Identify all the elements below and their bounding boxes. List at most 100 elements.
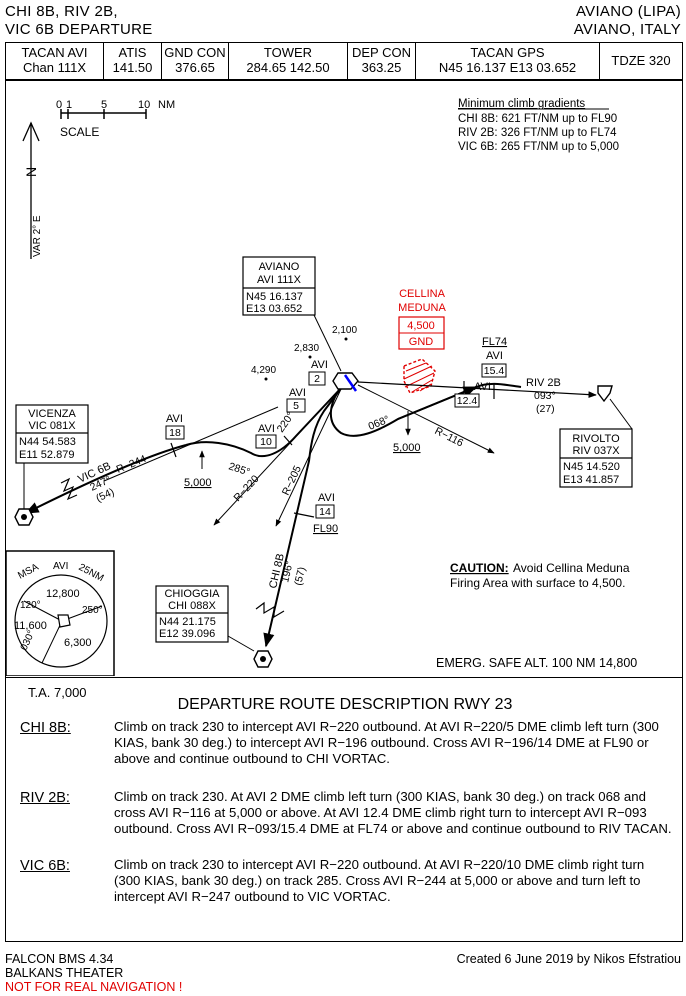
- fix-154: 15.4: [484, 365, 505, 377]
- restricted-name1: CELLINA: [399, 288, 446, 300]
- msa-west: 11,600: [14, 620, 47, 632]
- departure-chart-svg: 0 1 5 10 NM SCALE N VAR 2° E Minimum cli…: [6, 98, 637, 676]
- emergency-safe-altitude: EMERG. SAFE ALT. 100 NM 14,800: [436, 656, 637, 670]
- scale-label-5: 5: [101, 99, 107, 111]
- fix-avi-14-label: AVI: [318, 492, 335, 504]
- elev-2100: 2,100: [332, 325, 357, 336]
- navaid-box-chioggia: CHIOGGIA CHI 088X N44 21.175 E12 39.096: [155, 585, 255, 652]
- freq-label: TACAN GPS: [470, 45, 545, 61]
- magnetic-variation: VAR 2° E: [32, 215, 43, 257]
- scale-label-0: 0: [56, 99, 62, 111]
- msa-bearing-120: 120°: [20, 600, 41, 611]
- fix-avi-154-label: AVI: [486, 350, 503, 362]
- fix-avi-2-label: AVI: [311, 359, 328, 371]
- caution-text1: Avoid Cellina Meduna: [513, 561, 630, 575]
- freq-value: N45 16.137 E13 03.652: [438, 60, 577, 75]
- north-arrow-icon: N VAR 2° E: [22, 121, 43, 259]
- rivolto-ident: RIV 037X: [572, 445, 620, 457]
- freq-label: TOWER: [263, 45, 313, 61]
- airport-location: AVIANO, ITALY: [573, 21, 681, 38]
- vicenza-lat: N44 54.583: [19, 436, 76, 448]
- radial-116: R−116: [433, 425, 466, 450]
- fix-avi-124-label: AVI: [474, 381, 491, 393]
- rivolto-name: RIVOLTO: [572, 433, 620, 445]
- riv2b-desc-label: RIV 2B:: [20, 790, 70, 806]
- navaid-box-aviano: AVIANO AVI 111X N45 16.137 E13 03.652: [242, 256, 342, 372]
- rivolto-lat: N45 14.520: [563, 461, 620, 473]
- rivolto-lon: E13 41.857: [563, 474, 619, 486]
- fix-fl90: FL90: [313, 523, 338, 535]
- freq-value: Chan 111X: [22, 60, 87, 75]
- airport-name: AVIANO (LIPA): [575, 3, 681, 20]
- spot-elevations: 2,100 2,830 4,290: [251, 325, 357, 381]
- footer-theater: BALKANS THEATER: [5, 966, 124, 980]
- freq-value: 376.65: [175, 60, 215, 75]
- freq-tacan: TACAN AVI Chan 111X: [6, 43, 104, 79]
- vicenza-ident: VIC 081X: [28, 420, 76, 432]
- elev-4290: 4,290: [251, 365, 276, 376]
- fix-avi-5-label: AVI: [289, 387, 306, 399]
- footer-credit: Created 6 June 2019 by Nikos Efstratiou: [456, 952, 681, 966]
- track-220: 220°: [275, 410, 297, 435]
- climb-gradient-riv: RIV 2B: 326 FT/NM up to FL74: [458, 127, 617, 139]
- freq-atis: ATIS 141.50: [104, 43, 162, 79]
- fix-18: 18: [169, 427, 181, 439]
- fix-avi-18-label: AVI: [166, 413, 183, 425]
- aviano-lat: N45 16.137: [246, 291, 303, 303]
- vicenza-name: VICENZA: [28, 408, 76, 420]
- freq-tdze: TDZE 320: [600, 43, 682, 79]
- transition-altitude: T.A. 7,000: [28, 685, 87, 700]
- riv2b-course: 093°: [534, 390, 556, 402]
- fix-2: 2: [314, 373, 320, 385]
- tacan-aviano-icon: [332, 372, 359, 392]
- msa-bearing-250: 250°: [82, 605, 103, 616]
- scale-caption: SCALE: [60, 125, 99, 139]
- fix-124: 12.4: [457, 395, 478, 407]
- procedure-names-line1: CHI 8B, RIV 2B,: [5, 3, 118, 20]
- freq-value: 141.50: [112, 60, 153, 75]
- vortac-chioggia-icon: [253, 650, 273, 668]
- alt-5000-vic: 5,000: [184, 477, 212, 489]
- scale-label-1: 1: [66, 99, 72, 111]
- chioggia-lat: N44 21.175: [159, 616, 216, 628]
- riv2b-desc-text: Climb on track 230. At AVI 2 DME climb l…: [114, 789, 672, 836]
- procedure-names-line2: VIC 6B DEPARTURE: [5, 21, 153, 38]
- frequency-row: TACAN AVI Chan 111X ATIS 141.50 GND CON …: [5, 42, 683, 80]
- fix-fl74: FL74: [482, 336, 507, 348]
- fix-10: 10: [260, 436, 272, 448]
- freq-departure: DEP CON 363.25: [348, 43, 416, 79]
- fix-14: 14: [319, 506, 331, 518]
- chart-area: 0 1 5 10 NM SCALE N VAR 2° E Minimum cli…: [5, 80, 683, 678]
- riv2b-distance: (27): [536, 403, 555, 415]
- climb-gradient-chi: CHI 8B: 621 FT/NM up to FL90: [458, 113, 617, 125]
- msa-station: AVI: [53, 561, 68, 572]
- fix-5: 5: [293, 400, 299, 412]
- chioggia-name: CHIOGGIA: [164, 588, 220, 600]
- vortac-vicenza-icon: [14, 508, 34, 526]
- climb-gradient-vic: VIC 6B: 265 FT/NM up to 5,000: [458, 141, 619, 153]
- climb-gradients-title: Minimum climb gradients: [458, 98, 585, 110]
- chioggia-lon: E12 39.096: [159, 628, 215, 640]
- freq-label: ATIS: [118, 45, 147, 61]
- chi8b-distance: (57): [292, 566, 308, 587]
- freq-label: GND CON: [164, 45, 226, 61]
- restricted-area-cellina: CELLINA MEDUNA 4,500 GND: [398, 288, 446, 394]
- freq-tacan-gps: TACAN GPS N45 16.137 E13 03.652: [416, 43, 600, 79]
- caution-text2: Firing Area with surface to 4,500.: [450, 576, 625, 590]
- restricted-name2: MEDUNA: [398, 302, 446, 314]
- chi8b-desc-text: Climb on track 230 to intercept AVI R−22…: [114, 719, 659, 766]
- tdze-label: TDZE 320: [611, 52, 671, 68]
- description-title: DEPARTURE ROUTE DESCRIPTION RWY 23: [177, 696, 513, 713]
- freq-value: 284.65 142.50: [246, 60, 330, 75]
- freq-label: TACAN AVI: [21, 45, 88, 61]
- navaid-box-rivolto: RIVOLTO RIV 037X N45 14.520 E13 41.857: [559, 398, 633, 488]
- chi8b-desc-label: CHI 8B:: [20, 720, 71, 736]
- vic6b-desc-text: Climb on track 230 to intercept AVI R−22…: [114, 857, 645, 904]
- chi8b-course: 196°: [279, 560, 296, 584]
- freq-tower: TOWER 284.65 142.50: [229, 43, 348, 79]
- aviano-name: AVIANO: [259, 261, 300, 273]
- scale-label-10: 10: [138, 99, 150, 111]
- msa-diagram: MSA AVI 25NM 12,800 11,600 6,300 120° 25…: [6, 550, 115, 676]
- vicenza-lon: E11 52.879: [19, 449, 74, 461]
- radial-205: R−205: [280, 464, 304, 498]
